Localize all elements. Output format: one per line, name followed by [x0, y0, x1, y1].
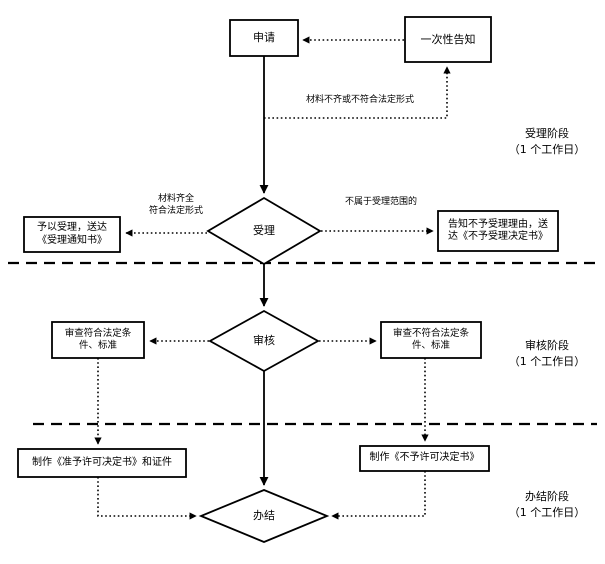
node-review-decision-shape: [208, 309, 320, 373]
node-apply-shape: [229, 19, 299, 57]
edge-deny-to-complete: [331, 471, 426, 520]
node-accept-yes-shape: [23, 216, 121, 253]
node-accept-no-shape: [437, 210, 559, 252]
edge-materials-incomplete: [264, 66, 451, 119]
node-one-time-notice-shape: [404, 16, 492, 63]
node-complete-shape: [198, 489, 330, 543]
node-deny-shape: [359, 445, 490, 472]
node-grant-shape: [17, 448, 187, 478]
node-accept-decision-shape: [206, 196, 322, 266]
edge-grant-to-complete: [97, 477, 197, 520]
node-review-fail-shape: [380, 321, 482, 359]
node-review-pass-shape: [51, 321, 145, 359]
